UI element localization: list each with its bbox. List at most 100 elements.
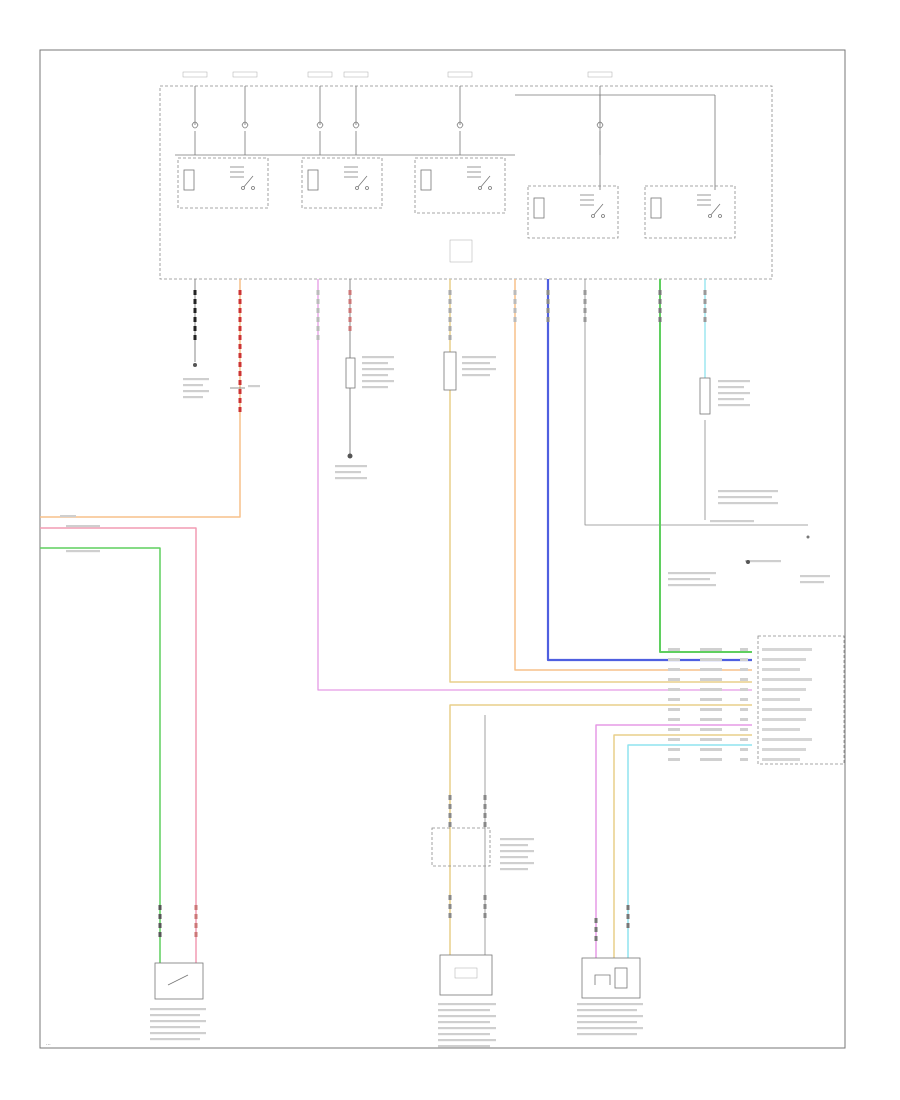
- wire-dash: [158, 923, 162, 928]
- relay-label-stub: [697, 194, 711, 196]
- fuse-ground-label: [183, 396, 203, 399]
- fuse: [307, 71, 333, 155]
- relay-contact: [241, 186, 245, 190]
- wire-harness: [40, 279, 808, 965]
- relay-switch: [709, 203, 721, 217]
- wire-dash: [238, 344, 242, 349]
- ecm-pin-code: [700, 738, 722, 741]
- wire-dash: [483, 813, 487, 818]
- relay: [177, 157, 269, 209]
- relay-coil: [650, 197, 662, 219]
- relay-label-stub: [697, 204, 711, 206]
- wire-tan-2: [449, 704, 752, 955]
- wire-dash: [594, 927, 598, 932]
- wire-dash: [703, 308, 707, 313]
- wire-dash: [194, 905, 198, 910]
- wire-dash: [348, 299, 352, 304]
- brake-switch-label: [150, 1026, 200, 1029]
- connector-label: [462, 368, 496, 371]
- wire-dash: [238, 389, 242, 394]
- label-stub: [66, 525, 100, 528]
- label-stub: [745, 560, 781, 563]
- wire-dash: [658, 317, 662, 322]
- wire-dash: [626, 905, 630, 910]
- wire-dash: [316, 308, 320, 313]
- ecm-pin-function: [762, 678, 812, 681]
- pressure-sensor-label: [577, 1003, 643, 1006]
- connector-block: [431, 827, 491, 867]
- splice-label: [668, 584, 716, 587]
- harness-label: [718, 496, 772, 499]
- pressure-sensor-label: [577, 1021, 637, 1024]
- fuse-block-outline: [159, 85, 773, 280]
- wire-dash: [483, 913, 487, 918]
- ground-label: [335, 465, 367, 468]
- ecm-pin-function: [762, 648, 812, 651]
- wire-dash: [448, 299, 452, 304]
- engine-label: [800, 581, 824, 584]
- component-inner: [614, 967, 628, 989]
- relay-contact: [601, 214, 605, 218]
- wire-dash: [238, 398, 242, 403]
- wire-dash: [193, 299, 197, 304]
- wire-dash: [238, 353, 242, 358]
- wire-dash: [193, 335, 197, 340]
- wire-dash: [703, 290, 707, 295]
- relay-coil: [307, 169, 319, 191]
- relay-coil: [183, 169, 195, 191]
- wire-dash: [658, 299, 662, 304]
- wire-dash: [513, 290, 517, 295]
- wire-orange-2: [514, 279, 752, 671]
- wire-dash: [513, 317, 517, 322]
- compressor-relay-label: [362, 374, 388, 377]
- fuse: [447, 71, 473, 155]
- pressure-sensor-label: [577, 1027, 643, 1030]
- wire-gray-2: [584, 279, 808, 526]
- ecm-pin-number: [668, 708, 680, 711]
- relay-outline: [301, 157, 383, 209]
- clutch-module-label: [438, 1045, 490, 1048]
- wire-dash: [448, 913, 452, 918]
- component-body: [581, 957, 641, 999]
- wire-cyan-2: [627, 744, 752, 960]
- ecm-pin-number: [668, 738, 680, 741]
- wire-dash: [546, 290, 550, 295]
- ecm-pin-code: [700, 648, 722, 651]
- wire-dash: [238, 335, 242, 340]
- relay-contact: [488, 186, 492, 190]
- relay-label-stub: [344, 166, 358, 168]
- ecm-pin-function: [762, 698, 800, 701]
- ecm-pin-id: [740, 748, 748, 751]
- wire-dash: [448, 317, 452, 322]
- compressor-relay-label: [362, 362, 388, 365]
- wire-dash: [238, 317, 242, 322]
- ecm-pin-number: [668, 698, 680, 701]
- brake-switch-label: [150, 1008, 206, 1011]
- ecm-pin-code: [700, 748, 722, 751]
- ecm-pin-code: [700, 758, 722, 761]
- wire-dash: [193, 290, 197, 295]
- sensor-label: [718, 392, 750, 395]
- wire-dash: [193, 308, 197, 313]
- wire-dash: [316, 317, 320, 322]
- inline-resistor: [699, 377, 711, 415]
- compressor-clutch-label: [500, 844, 528, 847]
- inline-connector: [443, 351, 457, 391]
- relay-contact: [365, 186, 369, 190]
- fuse: [232, 71, 258, 155]
- wire-dash: [448, 795, 452, 800]
- relay-label-stub: [344, 171, 358, 173]
- wire-dash: [348, 290, 352, 295]
- splice-point: [746, 560, 750, 564]
- wire-dash: [238, 380, 242, 385]
- relay-outline: [527, 185, 619, 239]
- wire-dash: [626, 914, 630, 919]
- wire-tan-3: [613, 734, 752, 960]
- wire-dash: [483, 822, 487, 827]
- splice-label: [668, 572, 716, 575]
- sensor-label: [718, 404, 750, 407]
- wire-dash: [583, 317, 587, 322]
- pressure-sensor-label: [577, 1015, 643, 1018]
- fuse-label-box: [307, 71, 333, 78]
- wire-dash: [238, 299, 242, 304]
